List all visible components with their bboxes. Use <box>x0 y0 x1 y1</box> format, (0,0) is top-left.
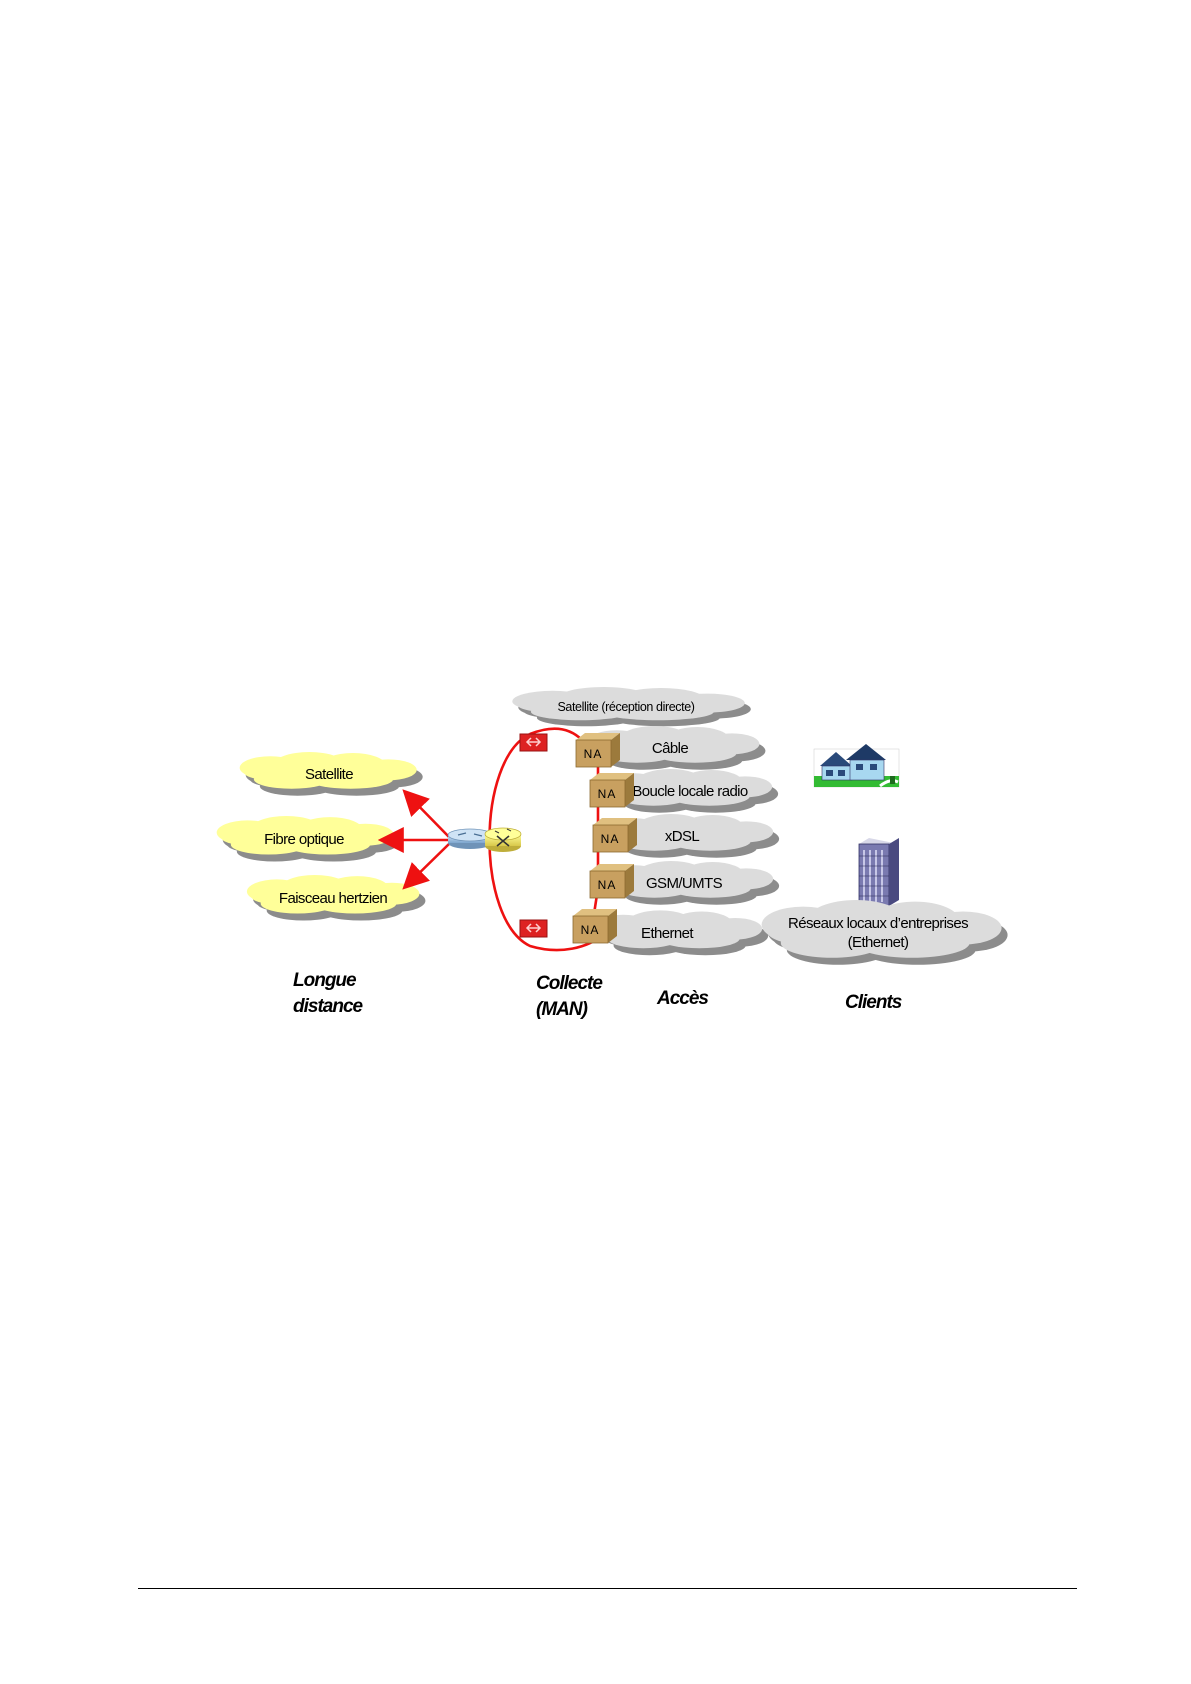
na-label-gsm: NA <box>598 878 617 892</box>
category-acces: Accès <box>656 988 708 1009</box>
cloud-boucle-radio-label: Boucle locale radio <box>632 783 748 800</box>
na-label-xdsl: NA <box>601 832 620 846</box>
cloud-cable-label: Câble <box>652 740 688 757</box>
na-box-boucle: NA <box>590 773 634 807</box>
cloud-ethernet: Ethernet <box>594 910 768 955</box>
na-box-cable: NA <box>576 733 620 767</box>
office-building-icon <box>859 838 899 906</box>
cloud-gsm-label: GSM/UMTS <box>646 875 723 892</box>
category-collecte: Collecte <box>536 973 603 994</box>
na-label-ethernet: NA <box>581 923 600 937</box>
category-clients: Clients <box>845 992 902 1013</box>
house-icon <box>814 744 899 787</box>
category-man: (MAN) <box>536 999 588 1020</box>
arrow-to-hertzien <box>406 843 450 886</box>
cloud-hertzien-label: Faisceau hertzien <box>279 890 387 907</box>
arrows <box>383 793 450 886</box>
ring-switch-top <box>520 734 547 751</box>
cloud-lan-label-line1: Réseaux locaux d’entreprises <box>788 915 968 932</box>
cloud-lan-entreprises: Réseaux locaux d’entreprises (Ethernet) <box>762 900 1008 965</box>
cloud-satellite: Satellite <box>240 752 423 796</box>
na-box-xdsl: NA <box>593 818 637 852</box>
category-longue: Longue <box>293 970 357 991</box>
switch-icon <box>485 828 521 852</box>
cloud-fibre-label: Fibre optique <box>264 831 344 848</box>
cloud-ethernet-label: Ethernet <box>641 925 694 942</box>
cloud-fibre-optique: Fibre optique <box>217 816 400 862</box>
cloud-satellite-direct-label: Satellite (réception directe) <box>557 700 694 714</box>
na-box-gsm: NA <box>590 864 634 898</box>
cloud-xdsl-label: xDSL <box>665 828 700 845</box>
na-box-ethernet: NA <box>573 909 617 943</box>
cloud-satellite-direct: Satellite (réception directe) <box>512 687 751 726</box>
ring-switch-bottom <box>520 920 547 937</box>
na-label-cable: NA <box>584 747 603 761</box>
cloud-faisceau-hertzien: Faisceau hertzien <box>247 875 425 921</box>
category-distance: distance <box>293 996 364 1017</box>
cloud-satellite-label: Satellite <box>305 766 353 783</box>
footer-rule <box>138 1588 1077 1589</box>
arrow-to-satellite <box>406 793 450 838</box>
na-label-boucle: NA <box>598 787 617 801</box>
cloud-lan-label-line2: (Ethernet) <box>848 934 909 951</box>
